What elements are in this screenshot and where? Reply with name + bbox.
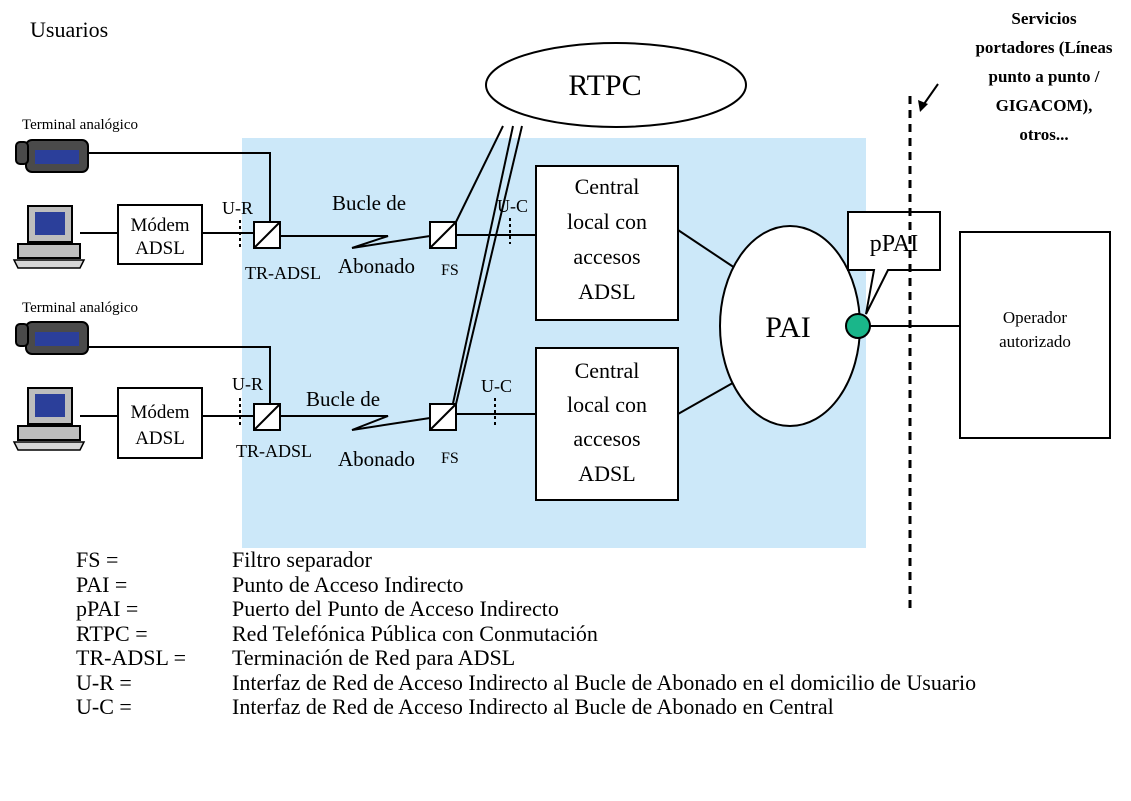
operador-label: Operador: [1003, 308, 1068, 327]
tr-adsl-label-1: TR-ADSL: [245, 263, 321, 283]
legend-row-fs: FS = Filtro separador: [76, 547, 1096, 573]
rtpc-line-2: [451, 125, 514, 409]
legend-term: FS =: [76, 547, 119, 572]
tr-adsl-diagonal-2: [253, 403, 281, 431]
terminal-label-1: Terminal analógico: [22, 117, 138, 133]
uc-label-2: U-C: [481, 376, 512, 396]
legend-definition: Interfaz de Red de Acceso Indirecto al B…: [232, 694, 834, 719]
servicios-line-5: otros...: [1019, 125, 1068, 144]
servicios-arrow: [923, 83, 939, 105]
central-box-1: [535, 165, 679, 321]
legend-term: PAI =: [76, 571, 128, 597]
operador-box: [959, 231, 1111, 439]
usuarios-label: Usuarios: [30, 17, 108, 42]
servicios-line-4: GIGACOM),: [996, 96, 1093, 115]
legend-row-uc: U-C = Interfaz de Red de Acceso Indirect…: [76, 694, 1096, 720]
central-label-1: Central: [575, 174, 640, 199]
legend-row-pai: PAI = Punto de Acceso Indirecto: [76, 571, 1096, 598]
abonado-label-2: Abonado: [338, 447, 415, 471]
bucle-label-1: Bucle de: [332, 191, 406, 215]
fs-label-2: FS: [441, 450, 459, 467]
phone-line-2: [88, 346, 271, 404]
fs-diagonal-2: [429, 403, 457, 431]
pai-label: PAI: [765, 311, 811, 344]
central-label-1d: ADSL: [578, 279, 635, 304]
servicios-line-3: punto a punto /: [988, 67, 1099, 86]
legend-definition: Interfaz de Red de Acceso Indirecto al B…: [232, 669, 977, 695]
central-box-2: [535, 347, 679, 501]
central-label-2c: accesos: [573, 426, 640, 451]
legend-term: pPAI =: [76, 596, 139, 621]
bucle-line-2: [280, 415, 431, 431]
servicios-line-2: portadores (Líneas: [975, 38, 1112, 57]
legend-definition: Red Telefónica Pública con Conmutación: [232, 620, 598, 646]
phone-icon: [15, 139, 89, 173]
central-label-2b: local con: [567, 392, 647, 417]
computer-icon: [12, 205, 86, 269]
legend-definition: Punto de Acceso Indirecto: [232, 571, 464, 597]
legend-definition: Terminación de Red para ADSL: [232, 645, 516, 670]
bucle-line-1: [280, 235, 431, 249]
legend-term: U-C =: [76, 694, 132, 719]
phone-icon: [15, 321, 89, 355]
computer-icon: [12, 387, 86, 451]
phone-line-1: [88, 152, 271, 222]
operador-sub-label: autorizado: [999, 332, 1071, 351]
legend-row-ur: U-R = Interfaz de Red de Acceso Indirect…: [76, 669, 1096, 696]
rtpc-ellipse: [485, 42, 747, 128]
legend-row-rtpc: RTPC = Red Telefónica Pública con Conmut…: [76, 620, 1096, 647]
central-pai-line-2: [677, 379, 739, 415]
central-label-2d: ADSL: [578, 461, 635, 486]
ppai-callout: [847, 211, 941, 315]
central-pai-line-1: [677, 229, 739, 271]
rtpc-label: RTPC: [568, 69, 641, 102]
fs-diagonal-1: [429, 221, 457, 249]
rtpc-line-1: [453, 125, 504, 227]
ur-label-1: U-R: [222, 198, 253, 218]
legend-row-ppai: pPAI = Puerto del Punto de Acceso Indire…: [76, 596, 1096, 622]
fs-label-1: FS: [441, 262, 459, 279]
central-label-2: Central: [575, 358, 640, 383]
tr-adsl-label-2: TR-ADSL: [236, 441, 312, 461]
modem-label-1: Módem: [130, 215, 189, 236]
modem-label-2: Módem: [130, 402, 189, 423]
servicios-line-1: Servicios: [1011, 9, 1077, 28]
legend-definition: Filtro separador: [232, 547, 372, 572]
modem-box-2: [117, 387, 203, 459]
legend-term: RTPC =: [76, 620, 148, 646]
central-label-1b: local con: [567, 209, 647, 234]
servicios-arrowhead: [918, 100, 928, 112]
legend: FS = Filtro separador PAI = Punto de Acc…: [76, 547, 1096, 720]
legend-row-tr-adsl: TR-ADSL = Terminación de Red para ADSL: [76, 645, 1096, 671]
terminal-label-2: Terminal analógico: [22, 300, 138, 316]
abonado-label-1: Abonado: [338, 254, 415, 278]
ppai-port: [845, 313, 871, 339]
modem-box-1: [117, 204, 203, 265]
legend-term: U-R =: [76, 669, 132, 695]
modem-sub-label-2: ADSL: [135, 428, 185, 449]
modem-sub-label-1: ADSL: [135, 238, 185, 259]
legend-term: TR-ADSL =: [76, 645, 186, 670]
uc-label-1: U-C: [497, 196, 528, 216]
legend-definition: Puerto del Punto de Acceso Indirecto: [232, 596, 559, 621]
ur-label-2: U-R: [232, 374, 263, 394]
bucle-label-2: Bucle de: [306, 387, 380, 411]
rtpc-line-3: [455, 125, 523, 405]
tr-adsl-diagonal-1: [253, 221, 281, 249]
central-label-1c: accesos: [573, 244, 640, 269]
